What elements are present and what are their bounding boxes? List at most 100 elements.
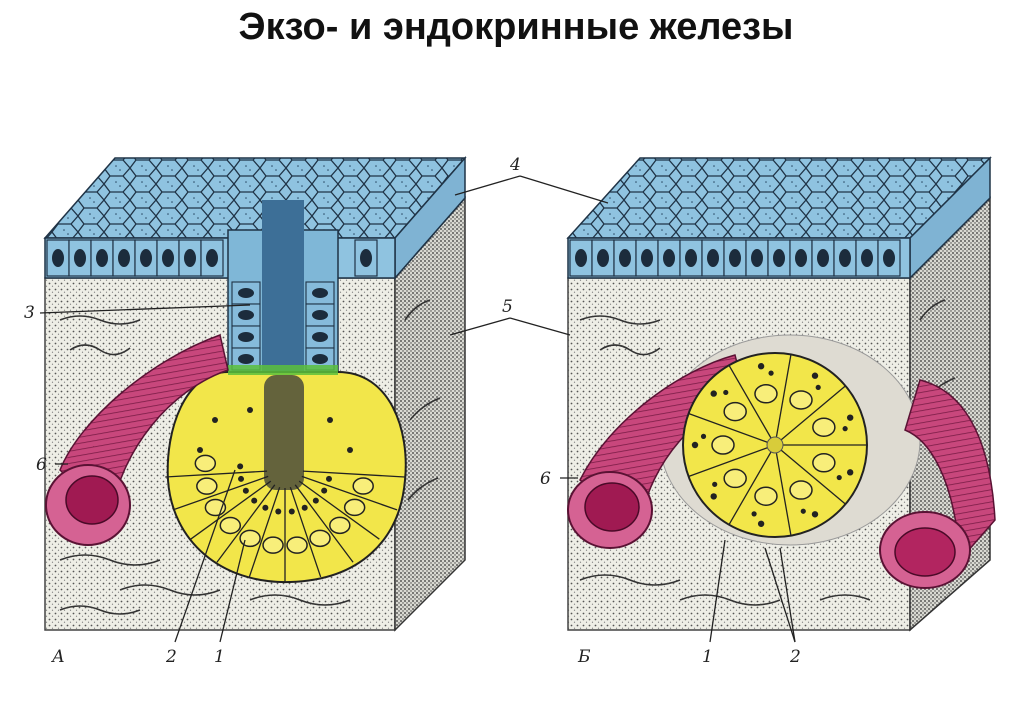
cell-border: [774, 385, 846, 446]
secretory-cells-a: [165, 407, 405, 582]
cell-nucleus: [238, 310, 254, 320]
cell-border: [216, 484, 276, 563]
leader-lines-a: [39, 304, 251, 643]
secretory-granule: [710, 390, 717, 397]
islet-center: [766, 436, 784, 454]
cell-border: [294, 484, 354, 563]
cell-nucleus: [312, 288, 328, 298]
cell-nucleus: [663, 249, 675, 267]
cell-border: [298, 480, 380, 540]
cell-nucleus: [751, 249, 763, 267]
secretory-granule: [768, 370, 774, 376]
cell-nucleus: [723, 468, 747, 489]
cell-nucleus: [789, 480, 813, 500]
cell-border: [728, 444, 776, 525]
cell-nucleus: [238, 354, 254, 364]
cell-nucleus: [194, 454, 217, 473]
cell-nucleus: [312, 332, 328, 342]
cell-nucleus: [707, 249, 719, 267]
secretory-granule: [811, 511, 819, 518]
leader-lines-shared: [449, 175, 609, 336]
cell-border: [688, 412, 776, 446]
secretory-granule: [800, 508, 806, 514]
fibers-b: [579, 299, 956, 606]
cell-nucleus: [729, 249, 741, 267]
cell-nucleus: [619, 249, 631, 267]
cell-nucleus: [812, 453, 836, 473]
secretory-granule: [842, 426, 848, 432]
panel-b-endocrine: [560, 156, 996, 643]
cell-nucleus: [162, 249, 174, 267]
secretory-granule: [242, 487, 249, 494]
secretory-granule: [751, 511, 757, 517]
secretory-granule: [327, 417, 333, 423]
page-title: Экзо- и эндокринные железы: [238, 6, 794, 48]
panel-a-exocrine: [39, 156, 467, 643]
endocrine-cells-b: [688, 354, 867, 536]
secretory-granule: [846, 469, 854, 476]
label-1-a: 1: [214, 647, 225, 667]
label-4: 4: [509, 155, 521, 175]
secretory-granule: [288, 508, 295, 515]
cell-nucleus: [723, 401, 747, 422]
label-6-b: 6: [540, 469, 551, 489]
label-1-b: 1: [702, 647, 713, 667]
cell-nucleus: [312, 310, 328, 320]
secretory-granule: [312, 497, 319, 504]
panel-letter-a: А: [51, 647, 65, 667]
secretory-granule: [757, 363, 765, 370]
cell-nucleus: [795, 249, 807, 267]
secretory-granule: [836, 474, 842, 481]
cell-border: [774, 444, 846, 505]
cell-nucleus: [343, 498, 366, 517]
cell-border: [728, 365, 776, 446]
cell-border: [172, 475, 269, 511]
cell-border: [301, 475, 398, 511]
secretory-granule: [325, 475, 332, 482]
secretory-granule: [238, 475, 245, 482]
secretory-granule: [237, 463, 244, 470]
secretory-granule: [321, 487, 328, 494]
label-5: 5: [502, 297, 513, 317]
cell-border: [774, 354, 792, 446]
cell-nucleus: [817, 249, 829, 267]
cell-nucleus: [96, 249, 108, 267]
secretory-granule: [700, 433, 707, 439]
secretory-granule: [846, 414, 854, 421]
epithelium-surface-a: [43, 157, 467, 239]
cell-nucleus: [184, 249, 196, 267]
epithelial-cells-b: [569, 239, 901, 277]
blood-vessel-b-right: [879, 379, 996, 589]
cell-nucleus: [641, 249, 653, 267]
cell-nucleus: [839, 249, 851, 267]
secretory-granule: [811, 372, 819, 379]
secretory-granule: [247, 407, 253, 413]
secretory-granule: [757, 520, 765, 527]
cell-nucleus: [286, 536, 308, 554]
cell-nucleus: [309, 529, 331, 548]
epithelial-cells-a: [46, 239, 378, 277]
label-2-a: 2: [165, 647, 177, 667]
cell-nucleus: [861, 249, 873, 267]
secretory-granule: [712, 481, 718, 487]
cell-nucleus: [262, 536, 284, 554]
secretory-granule: [212, 417, 218, 423]
cell-nucleus: [206, 249, 218, 267]
panel-letter-b: Б: [577, 647, 591, 667]
secretory-granule: [275, 508, 282, 515]
secretory-granule: [262, 504, 269, 511]
acinus-lumen-a: [264, 375, 304, 490]
secretory-granule: [301, 504, 308, 511]
cell-nucleus: [329, 516, 351, 535]
duct-junction-a: [228, 365, 338, 375]
cell-border: [302, 470, 405, 478]
cell-border: [688, 444, 776, 478]
label-3: 3: [24, 303, 35, 323]
secretory-granule: [347, 447, 353, 453]
cell-nucleus: [789, 390, 813, 410]
cell-nucleus: [754, 384, 778, 404]
cell-nucleus: [360, 249, 372, 267]
cell-nucleus: [239, 529, 261, 548]
cell-nucleus: [140, 249, 152, 267]
